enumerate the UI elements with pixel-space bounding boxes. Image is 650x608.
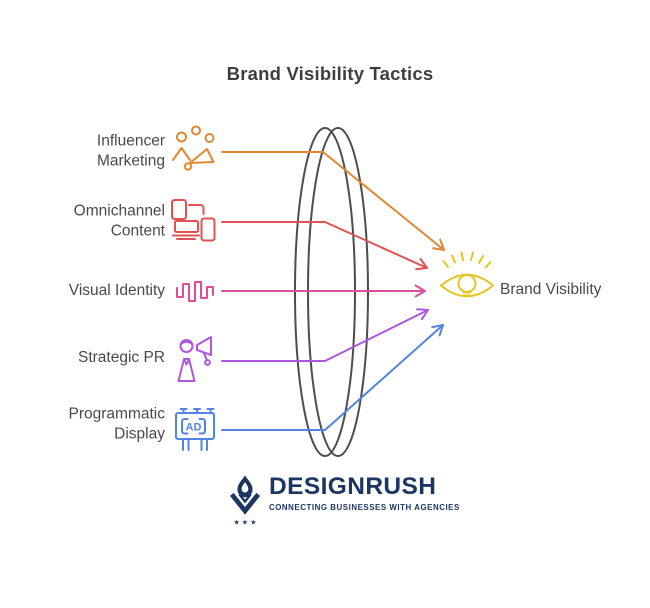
logo-stars: ★ ★ ★ bbox=[234, 519, 257, 527]
designrush-logo: ★ ★ ★ DESIGNRUSH CONNECTING BUSINESSES W… bbox=[228, 473, 460, 528]
label-visual-identity: Visual Identity bbox=[68, 282, 165, 300]
page-title: Brand Visibility Tactics bbox=[226, 63, 434, 84]
designrush-tagline: CONNECTING BUSINESSES WITH AGENCIES bbox=[269, 502, 460, 512]
connector-influencer-marketing bbox=[221, 151, 445, 251]
people-megaphone-icon bbox=[172, 125, 215, 171]
label-influencer-marketing: Influencer Marketing bbox=[96, 132, 165, 169]
person-announcement-icon bbox=[177, 336, 212, 382]
label-brand-visibility: Brand Visibility bbox=[500, 281, 602, 298]
designrush-wordmark: DESIGNRUSH bbox=[269, 473, 437, 500]
label-omnichannel-content: Omnichannel Content bbox=[73, 202, 165, 239]
ad-label: AD bbox=[186, 422, 202, 434]
connector-programmatic-display bbox=[221, 324, 444, 431]
label-programmatic-display: Programmatic Display bbox=[68, 405, 165, 442]
designrush-torch-icon: ★ ★ ★ bbox=[229, 475, 261, 527]
connector-strategic-pr bbox=[221, 308, 429, 362]
connector-omnichannel-content bbox=[221, 221, 428, 271]
connector-visual-identity bbox=[221, 284, 426, 298]
eye-lightbulb-icon bbox=[440, 251, 494, 298]
multi-device-icon bbox=[171, 199, 216, 242]
waveform-icon bbox=[176, 281, 214, 302]
label-strategic-pr: Strategic PR bbox=[77, 349, 165, 367]
logo-text-block: DESIGNRUSH CONNECTING BUSINESSES WITH AG… bbox=[269, 473, 460, 512]
billboard-ad-icon: AD bbox=[175, 408, 215, 451]
